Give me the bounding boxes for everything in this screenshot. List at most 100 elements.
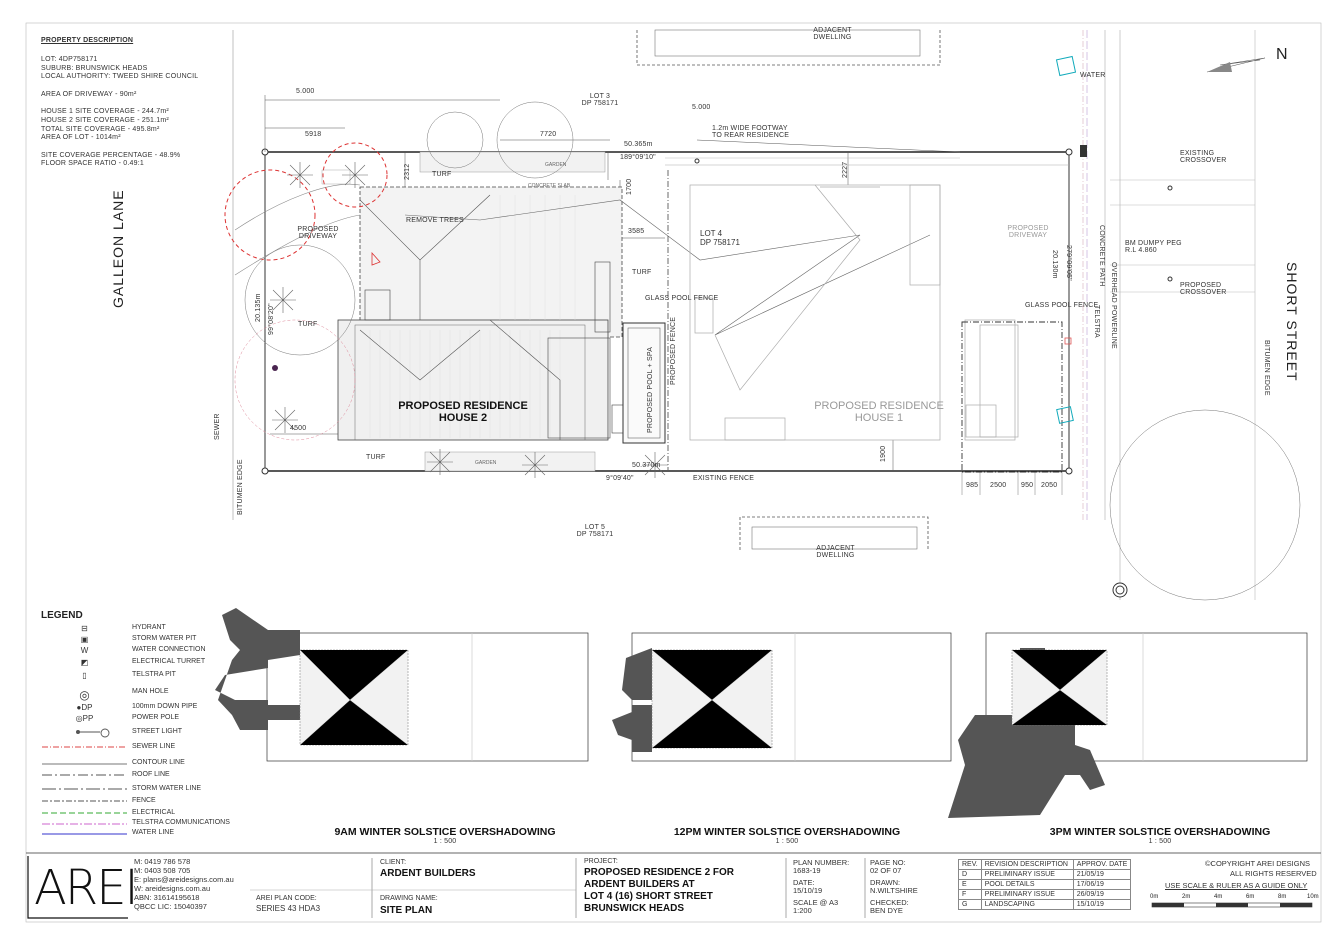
dimension-label: 2050 <box>1041 482 1058 489</box>
street-name-galleon-lane: GALLEON LANE <box>110 189 126 308</box>
property-line: TOTAL SITE COVERAGE - 495.8m² <box>41 125 160 133</box>
shadow-scale: 1 : 500 <box>433 838 457 845</box>
table-row: G LANDSCAPING 15/10/19 <box>958 899 1132 910</box>
dimension-label: 5.000 <box>296 88 315 95</box>
scale-ruler: 0m 2m 4m 6m 8m 10m <box>1150 894 1319 900</box>
down-pipe-icon: ●DP <box>76 703 93 712</box>
table-row: F PRELIMINARY ISSUE 26/09/19 <box>958 889 1132 900</box>
turf-label: TURF <box>432 171 452 178</box>
legend-item: ▣STORM WATER PIT <box>42 635 272 647</box>
bm-dumpy-peg-label: BM DUMPY PEG R.L 4.860 <box>1125 240 1182 254</box>
project-label: PROJECT: <box>584 858 618 865</box>
property-line: SITE COVERAGE PERCENTAGE - 48.9% <box>41 151 181 159</box>
legend-item: CONTOUR LINE <box>132 759 185 766</box>
telstra-pit-icon: ▯ <box>82 671 87 680</box>
dimension-label: 5918 <box>305 131 322 138</box>
garden-label: GARDEN <box>475 460 497 466</box>
checked-by: BEN DYE <box>870 906 903 915</box>
dimension-label: 3585 <box>628 228 645 235</box>
shadow-diagram-3pm: 3PM WINTER SOLSTICE OVERSHADOWING 1 : 50… <box>1025 826 1295 845</box>
dimension-label: 50.365m <box>624 141 653 148</box>
checked-label: CHECKED: <box>870 898 909 907</box>
legend-title: LEGEND <box>41 610 83 621</box>
revision-table: REV. REVISION DESCRIPTION APPROV. DATE D… <box>958 859 1132 910</box>
shadow-title: 9AM WINTER SOLSTICE OVERSHADOWING <box>334 826 556 838</box>
page-label: PAGE NO: <box>870 858 906 867</box>
lot-3-label: LOT 3 DP 758171 <box>581 93 619 107</box>
concrete-path-label: CONCRETE PATH <box>1098 225 1105 287</box>
arei-logo: AREI <box>34 860 139 916</box>
legend-item: TELSTRA COMMUNICATIONS <box>132 819 230 826</box>
legend-item: ROOF LINE <box>132 771 170 778</box>
sewer-label: SEWER <box>214 413 221 440</box>
existing-fence-label: EXISTING FENCE <box>693 475 755 482</box>
pool-label: PROPOSED POOL + SPA <box>647 346 654 433</box>
contact-details: M: 0419 786 578 M: 0403 508 705 E: plans… <box>134 857 234 911</box>
plan-code: SERIES 43 HDA3 <box>256 904 321 913</box>
turf-label: TURF <box>366 454 386 461</box>
shadow-title: 3PM WINTER SOLSTICE OVERSHADOWING <box>1049 826 1271 838</box>
property-line <box>41 143 198 152</box>
house-2-label: PROPOSED RESIDENCE HOUSE 2 <box>398 400 528 424</box>
project-description: PROPOSED RESIDENCE 2 FOR ARDENT BUILDERS… <box>584 867 735 914</box>
revision-header-row: REV. REVISION DESCRIPTION APPROV. DATE <box>958 859 1132 870</box>
dimension-label: 2227 <box>842 161 849 178</box>
bearing-label: 9°09'40" <box>606 475 634 482</box>
shadow-scale: 1 : 500 <box>775 838 799 845</box>
drawing-name: SITE PLAN <box>380 905 433 916</box>
property-line: AREA OF LOT - 1014m² <box>41 134 121 142</box>
telstra-label: TELSTRA <box>1093 305 1100 338</box>
adjacent-dwelling-top: ADJACENT DWELLING <box>813 27 852 41</box>
drawn-by: N.WILTSHIRE <box>870 886 918 895</box>
property-line: LOCAL AUTHORITY: TWEED SHIRE COUNCIL <box>41 73 199 81</box>
table-row: D PRELIMINARY ISSUE 21/05/19 <box>958 869 1132 880</box>
legend-item: FENCE <box>132 797 156 804</box>
bitumen-edge-label: BITUMEN EDGE <box>237 459 244 515</box>
legend-item: STREET LIGHT <box>42 728 272 740</box>
property-description-list: LOT: 4DP758171 SUBURB: BRUNSWICK HEADS L… <box>41 56 198 169</box>
copyright-text: ©COPYRIGHT AREI DESIGNS <box>1205 859 1310 868</box>
property-line: HOUSE 2 SITE COVERAGE - 251.1m² <box>41 116 169 124</box>
hydrant-icon: ⊟ <box>81 624 88 633</box>
glass-pool-fence-label: GLASS POOL FENCE <box>1025 302 1099 309</box>
table-row: E POOL DETAILS 17/06/19 <box>958 879 1132 890</box>
dimension-label: 1700 <box>626 178 633 195</box>
storm-water-pit-icon: ▣ <box>80 635 89 644</box>
concrete-slab-label: CONCRETE SLAB <box>528 183 571 189</box>
legend-item: ▯TELSTRA PIT <box>42 671 272 683</box>
garden-label: GARDEN <box>545 162 567 168</box>
glass-pool-fence-label: GLASS POOL FENCE <box>645 295 719 302</box>
shadow-diagram-12pm: 12PM WINTER SOLSTICE OVERSHADOWING 1 : 5… <box>652 826 922 845</box>
lot-5-label: LOT 5 DP 758171 <box>576 524 614 538</box>
adjacent-dwelling-bottom: ADJACENT DWELLING <box>816 545 855 559</box>
legend-item: ⊟HYDRANT <box>42 624 272 636</box>
water-label: WATER <box>1080 72 1106 79</box>
bearing-label: 279°09'05" <box>1065 245 1072 281</box>
property-line: AREA OF DRIVEWAY - 90m² <box>41 90 137 98</box>
dimension-label: 2500 <box>990 482 1007 489</box>
street-name-short-street: SHORT STREET <box>1284 262 1300 382</box>
legend-item: WATER LINE <box>132 829 175 836</box>
property-line: HOUSE 1 SITE COVERAGE - 244.7m² <box>41 108 169 116</box>
remove-trees-label: REMOVE TREES <box>406 217 464 224</box>
date-value: 15/10/19 <box>793 886 823 895</box>
dimension-label: 1900 <box>880 445 887 462</box>
proposed-driveway-label: PROPOSED DRIVEWAY <box>297 226 339 240</box>
dimension-label: 2312 <box>404 163 411 180</box>
shadow-scale: 1 : 500 <box>1148 838 1172 845</box>
turf-label: TURF <box>298 321 318 328</box>
legend-item: ◎MAN HOLE <box>42 688 272 702</box>
page-number: 02 OF 07 <box>870 866 902 875</box>
date-label: DATE: <box>793 878 815 887</box>
shadow-title: 12PM WINTER SOLSTICE OVERSHADOWING <box>673 826 901 838</box>
drawn-label: DRAWN: <box>870 878 901 887</box>
dimension-label: 20.135m <box>255 293 262 322</box>
dimension-label: 950 <box>1021 482 1034 489</box>
power-pole-icon: ◎PP <box>75 714 94 723</box>
scale-label: SCALE @ A3 <box>793 898 839 907</box>
legend-item: ELECTRICAL <box>132 809 176 816</box>
legend-item: SEWER LINE <box>132 743 176 750</box>
